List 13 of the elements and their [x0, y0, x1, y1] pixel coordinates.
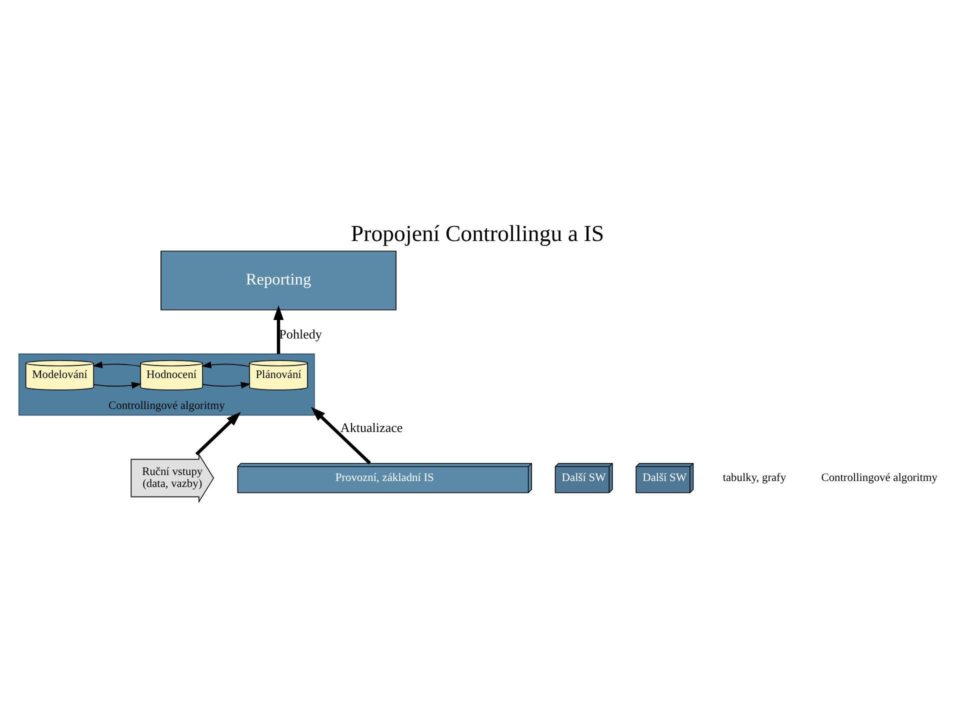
edge-label: Pohledy: [278, 326, 322, 341]
diagram-title: Propojení Controllingu a IS: [350, 220, 604, 246]
arrow: [92, 360, 140, 368]
arrow: [310, 406, 370, 464]
label: Controllingové algoritmy: [820, 472, 938, 484]
arrow: [194, 411, 240, 455]
arrow: [200, 361, 250, 368]
arrow: [202, 381, 250, 388]
arrow: [92, 381, 141, 388]
arrow: [272, 304, 284, 354]
node-box: Reporting: [160, 250, 396, 310]
edge-label: Aktualizace: [340, 420, 402, 435]
label: tabulky, grafy: [722, 472, 786, 484]
